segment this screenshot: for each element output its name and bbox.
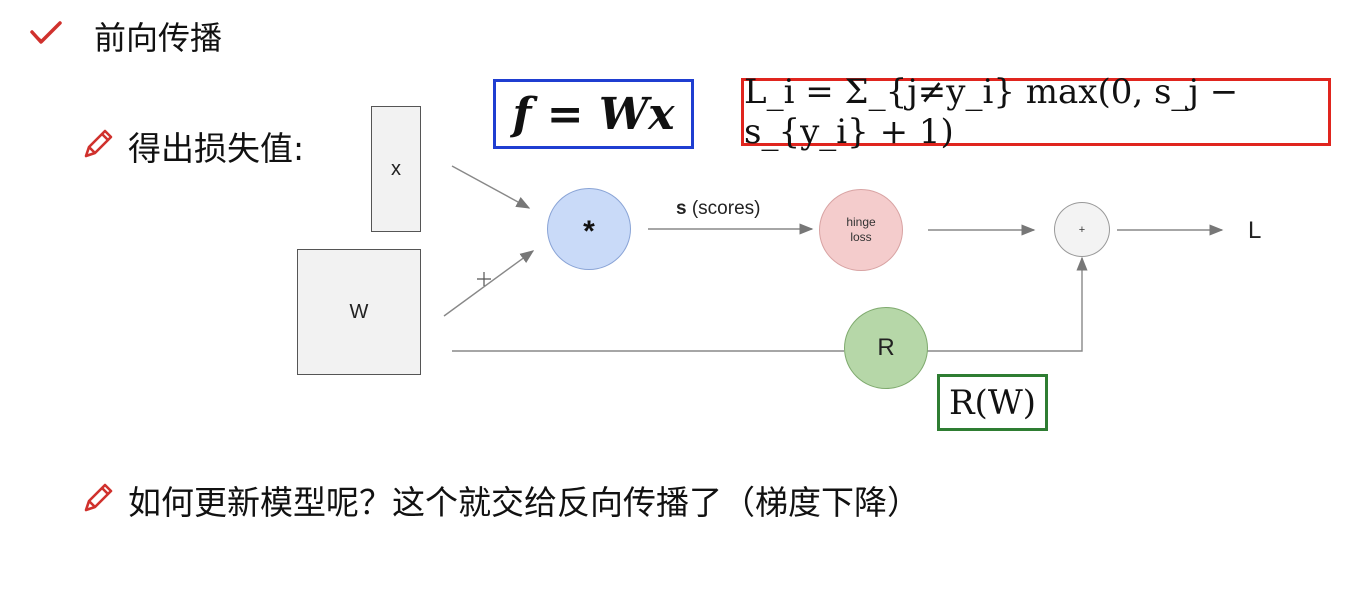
formula-r-box: R(W) [937,374,1048,431]
input-x-box: x [371,106,421,232]
slide-title: 前向传播 [28,14,222,58]
hinge-loss-node: hinge loss [819,189,903,271]
reg-symbol: R [877,334,895,361]
input-x-label: x [391,157,401,180]
formula-loss-box: L_i = Σ_{j≠y_i} max(0, s_j − s_{y_i} + 1… [741,72,1331,152]
input-w-box: W [297,249,421,375]
hinge-label: hinge [846,215,876,229]
formula-r-text: R(W) [948,382,1037,423]
scores-text: (scores) [686,198,761,219]
bullet-loss: 得出损失值: [80,124,304,168]
pencil-icon [80,480,116,520]
formula-f-box: f = Wx [493,79,694,149]
scores-s: s [676,198,687,219]
edge-reg-to-plus [926,256,1088,352]
title-text: 前向传播 [94,19,223,57]
move-cursor-icon [477,272,491,286]
bullet-text: 得出损失值: [128,129,305,168]
input-w-label: W [349,300,369,323]
scores-label: s (scores) [676,198,760,220]
edge-w-to-multiply [443,250,535,317]
pencil-icon [80,126,116,166]
check-icon [28,19,64,53]
bullet-update: 如何更新模型呢？这个就交给反向传播了（梯度下降） [80,478,920,522]
bullet-text: 如何更新模型呢？这个就交给反向传播了（梯度下降） [128,483,920,522]
multiply-node: * [547,188,631,270]
output-l-label: L [1248,217,1262,244]
plus-node: + [1054,202,1110,257]
edge-x-to-multiply [451,165,531,209]
formula-f-text: f = Wx [512,88,675,140]
formula-loss-text: L_i = Σ_{j≠y_i} max(0, s_j − s_{y_i} + 1… [744,72,1239,152]
loss-label: loss [850,230,872,244]
multiply-symbol: * [583,215,595,248]
plus-symbol: + [1078,223,1086,236]
reg-node: R [844,307,928,389]
